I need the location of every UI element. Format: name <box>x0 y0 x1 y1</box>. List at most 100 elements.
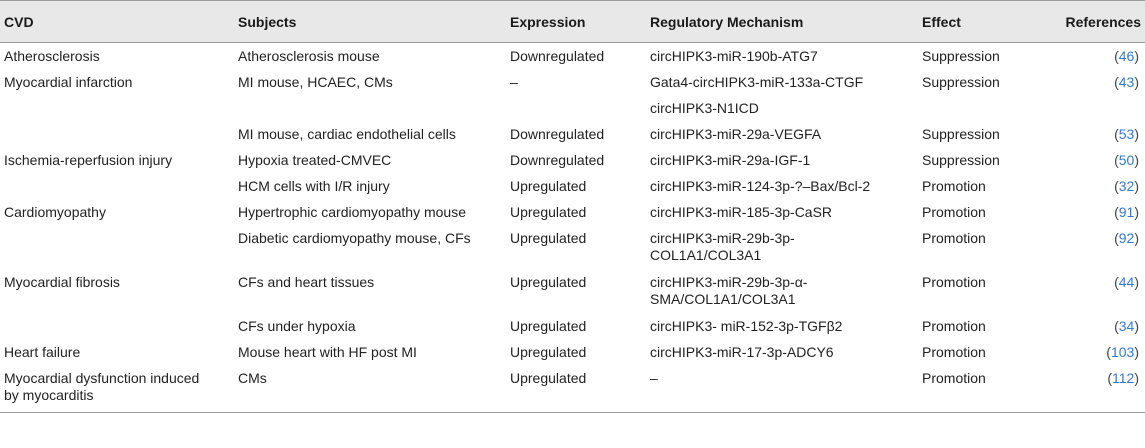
reference-link[interactable]: 91 <box>1118 203 1135 220</box>
cell-mechanism: circHIPK3-miR-190b-ATG7 <box>650 48 818 64</box>
cell-effect: Suppression <box>922 73 1000 90</box>
reference-link[interactable]: 112 <box>1112 369 1135 386</box>
header-regulatory-mechanism: Regulatory Mechanism <box>646 0 918 43</box>
cell-expression: Upregulated <box>510 273 587 290</box>
header-references: References <box>1027 0 1145 43</box>
reference-link[interactable]: 34 <box>1118 317 1135 334</box>
cell-expression: Upregulated <box>506 364 646 413</box>
table-row: Ischemia-reperfusion injury Hypoxia treat… <box>0 147 1145 173</box>
cell-reference: (44) <box>1114 273 1139 290</box>
cell-expression <box>506 95 646 121</box>
cell-subjects <box>234 95 506 121</box>
cell-effect: Suppression <box>922 125 1000 142</box>
cell-subjects: CFs under hypoxia <box>238 317 356 334</box>
table-row: Diabetic cardiomyopathy mouse, CFs Upregu… <box>0 225 1145 269</box>
cell-effect: Promotion <box>922 343 986 360</box>
cell-reference: (103) <box>1106 343 1139 360</box>
cell-mechanism: circHIPK3-miR-17-3p-ADCY6 <box>650 343 834 360</box>
header-expression: Expression <box>506 0 646 43</box>
cell-subjects: CMs <box>234 364 506 413</box>
reference-link[interactable]: 44 <box>1118 273 1135 290</box>
cell-expression: Upregulated <box>510 229 587 246</box>
cell-effect: Promotion <box>918 364 1027 413</box>
cell-mechanism: circHIPK3-miR-29b-3p-COL1A1/COL3A1 <box>650 229 795 263</box>
reference-link[interactable]: 46 <box>1118 48 1135 64</box>
cell-reference: (91) <box>1114 203 1139 220</box>
cell-mechanism: circHIPK3-miR-29b-3p-α-SMA/COL1A1/COL3A1 <box>650 273 808 307</box>
cell-expression: Upregulated <box>510 203 587 220</box>
cell-mechanism: Gata4-circHIPK3-miR-133a-CTGF <box>650 73 864 90</box>
cell-mechanism: circHIPK3-N1ICD <box>650 99 759 116</box>
reference-link[interactable]: 53 <box>1118 125 1135 142</box>
cell-cvd: Atherosclerosis <box>4 48 100 64</box>
cell-effect: Promotion <box>922 177 986 194</box>
table-row: Myocardial infarction MI mouse, HCAEC, CM… <box>0 69 1145 95</box>
cell-mechanism: circHIPK3-miR-185-3p-CaSR <box>650 203 833 220</box>
header-cvd: CVD <box>0 0 234 43</box>
cell-reference: (50) <box>1114 151 1139 168</box>
cell-effect: Suppression <box>922 48 1000 64</box>
cell-mechanism: circHIPK3- miR-152-3p-TGFβ2 <box>650 317 843 334</box>
cell-subjects: CFs and heart tissues <box>238 273 375 290</box>
cell-expression: Downregulated <box>510 125 605 142</box>
cell-subjects: Mouse heart with HF post MI <box>238 343 417 360</box>
cell-reference: (32) <box>1114 177 1139 194</box>
cell-cvd <box>0 95 234 121</box>
cell-subjects: Hypoxia treated-CMVEC <box>238 151 392 168</box>
cell-subjects: MI mouse, HCAEC, CMs <box>238 73 393 90</box>
cell-cvd: Ischemia-reperfusion injury <box>4 151 173 168</box>
table-row: Cardiomyopathy Hypertrophic cardiomyopath… <box>0 199 1145 225</box>
cell-reference: (92) <box>1114 229 1139 246</box>
cell-cvd: Myocardial fibrosis <box>4 273 120 290</box>
table-row: CFs under hypoxia Upregulated circHIPK3- m… <box>0 313 1145 339</box>
table-row: Heart failure Mouse heart with HF post MI… <box>0 339 1145 365</box>
cell-subjects: Diabetic cardiomyopathy mouse, CFs <box>238 229 471 246</box>
reference-link[interactable]: 103 <box>1110 343 1135 360</box>
cell-subjects: MI mouse, cardiac endothelial cells <box>238 125 456 142</box>
cell-expression: Downregulated <box>510 48 605 64</box>
cell-expression: Upregulated <box>510 317 587 334</box>
header-effect: Effect <box>918 0 1027 43</box>
cell-reference: (34) <box>1114 317 1139 334</box>
cell-mechanism: – <box>646 364 918 413</box>
cell-mechanism: circHIPK3-miR-29a-IGF-1 <box>650 151 811 168</box>
cell-cvd <box>0 121 234 147</box>
cell-reference <box>1027 95 1145 121</box>
cell-effect: Promotion <box>922 317 986 334</box>
reference-link[interactable]: 32 <box>1118 177 1135 194</box>
cell-expression: – <box>510 73 518 90</box>
cell-effect: Suppression <box>922 151 1000 168</box>
cell-subjects: Hypertrophic cardiomyopathy mouse <box>238 203 466 220</box>
cell-cvd: Cardiomyopathy <box>4 203 106 220</box>
cell-cvd: Myocardial infarction <box>4 73 133 90</box>
table-row: circHIPK3-N1ICD <box>0 95 1145 121</box>
cell-effect: Promotion <box>922 229 986 246</box>
cell-reference: (43) <box>1114 73 1139 90</box>
cell-subjects: HCM cells with I/R injury <box>238 177 390 194</box>
cell-effect <box>918 95 1027 121</box>
reference-link[interactable]: 43 <box>1118 73 1135 90</box>
cell-reference: (53) <box>1114 125 1139 142</box>
table-header-row: CVD Subjects Expression Regulatory Mecha… <box>0 0 1145 43</box>
cell-expression: Downregulated <box>510 151 605 168</box>
table-row: Myocardial fibrosis CFs and heart tissues… <box>0 269 1145 313</box>
cell-cvd: Heart failure <box>4 343 81 360</box>
reference-link[interactable]: 50 <box>1118 151 1135 168</box>
cell-cvd <box>0 173 234 199</box>
cell-subjects: Atherosclerosis mouse <box>238 48 380 64</box>
cell-reference: (112) <box>1027 364 1145 413</box>
cell-mechanism: circHIPK3-miR-124-3p-?–Bax/Bcl-2 <box>650 177 871 194</box>
table-row: MI mouse, cardiac endothelial cells Downr… <box>0 121 1145 147</box>
reference-link[interactable]: 92 <box>1118 229 1135 246</box>
cell-effect: Promotion <box>922 273 986 290</box>
table-row: HCM cells with I/R injury Upregulated circ… <box>0 173 1145 199</box>
cell-expression: Upregulated <box>510 177 587 194</box>
cell-mechanism: circHIPK3-miR-29a-VEGFA <box>650 125 822 142</box>
cell-cvd <box>0 225 234 269</box>
cell-reference: (46) <box>1114 48 1139 64</box>
cvd-table: CVD Subjects Expression Regulatory Mecha… <box>0 0 1145 413</box>
